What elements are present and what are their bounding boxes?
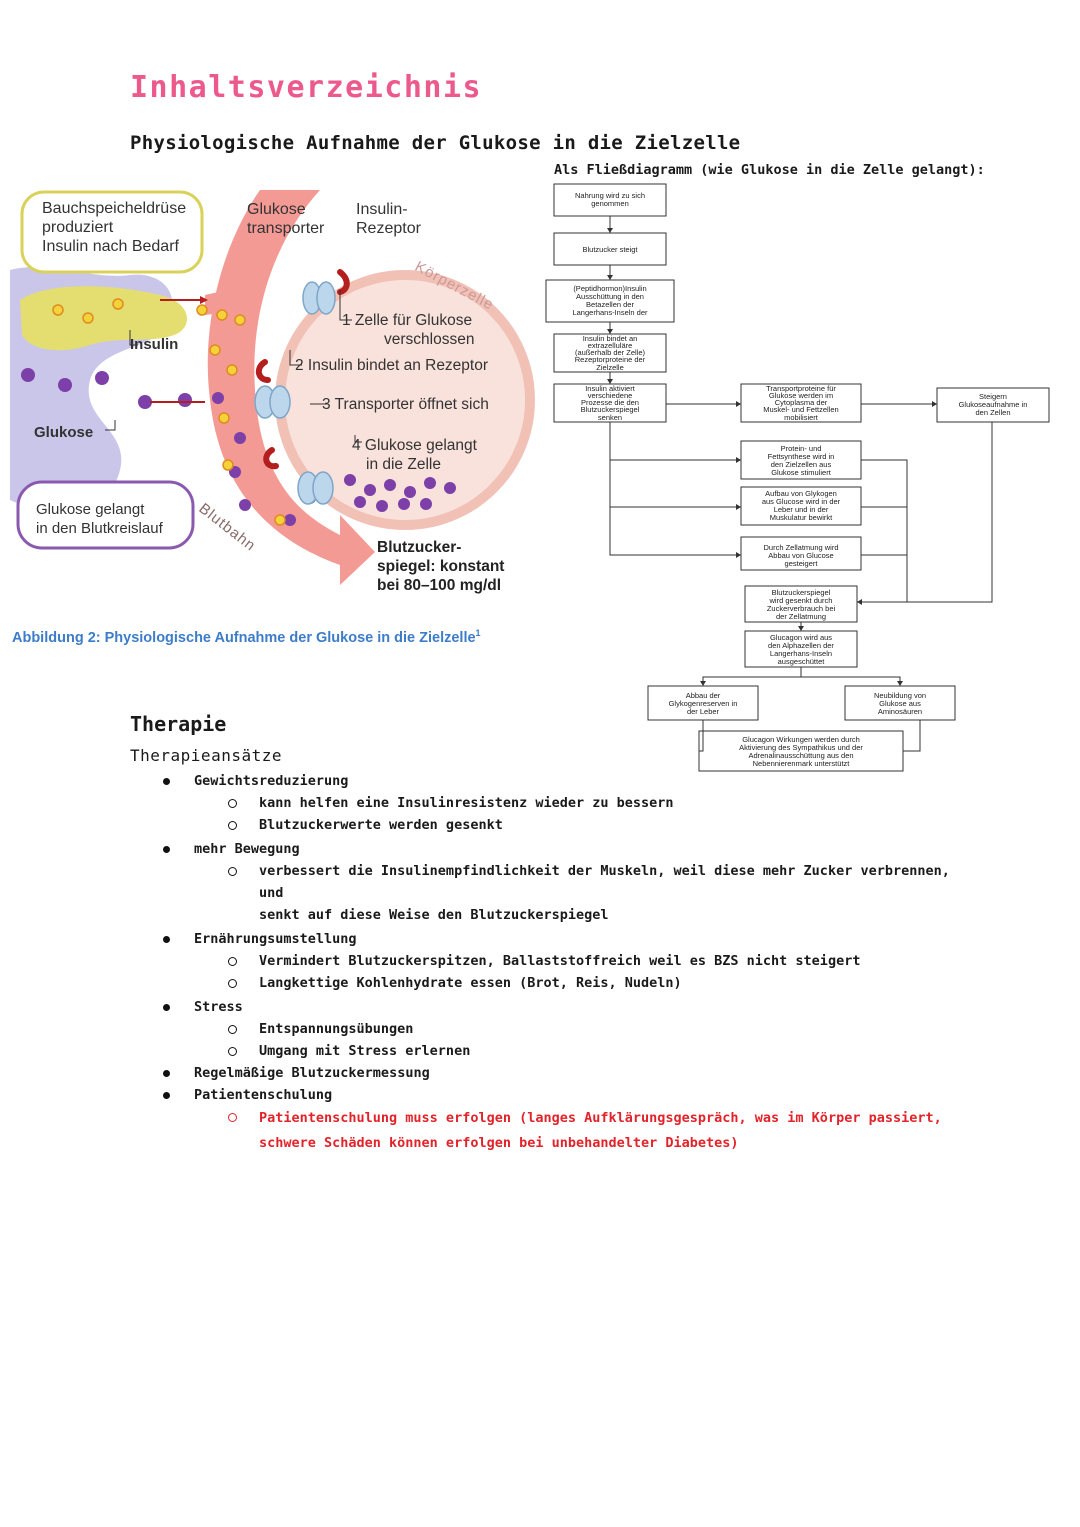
sub-item: Patientenschulung muss erfolgen (langes … [160,1106,960,1156]
bullet-icon [163,936,170,943]
flow-box-2: Blutzucker steigt [582,245,638,254]
bullet-icon [163,1070,170,1077]
list-item: Regelmäßige Blutzuckermessung [160,1062,960,1084]
insulin-label: Insulin [130,336,179,353]
sub-item: verbessert die Insulinempfindlichkeit de… [160,860,960,926]
list-item: mehr Bewegung [160,838,960,860]
receptor-label: Insulin-Rezeptor [356,201,421,237]
circle-bullet-icon [228,1025,237,1034]
step-3: 3 Transporter öffnet sich [322,396,489,413]
section-heading: Physiologische Aufnahme der Glukose in d… [130,132,741,154]
sub-item: kann helfen eine Insulinresistenz wieder… [160,792,960,814]
bullet-icon [163,1092,170,1099]
bullet-icon [163,846,170,853]
circle-bullet-icon [228,957,237,966]
therapy-subheading: Therapieansätze [130,746,282,765]
therapy-heading: Therapie [130,712,227,736]
list-item: Patientenschulung [160,1084,960,1106]
circle-bullet-icon [228,821,237,830]
pancreas-bubble [20,190,204,274]
list-item: Stress [160,996,960,1018]
list-item: Gewichtsreduzierung [160,770,960,792]
bullet-icon [163,778,170,785]
therapy-list: Gewichtsreduzierung kann helfen eine Ins… [160,770,960,1156]
sub-item: Langkettige Kohlenhydrate essen (Brot, R… [160,972,960,994]
circle-bullet-icon [228,799,237,808]
figure-caption: Abbildung 2: Physiologische Aufnahme der… [12,628,481,646]
sub-item: Umgang mit Stress erlernen [160,1040,960,1062]
blood-bubble [16,480,195,550]
sub-item: Vermindert Blutzuckerspitzen, Ballaststo… [160,950,960,972]
bullet-icon [163,1004,170,1011]
blood-vessel [170,190,375,585]
circle-bullet-icon [228,1113,237,1122]
list-item: Ernährungsumstellung [160,928,960,950]
sub-item: Entspannungsübungen [160,1018,960,1040]
flowchart-heading: Als Fließdiagramm (wie Glukose in die Ze… [554,162,985,178]
glucose-label: Glukose [34,424,94,441]
step-2: 2 Insulin bindet an Rezeptor [295,357,489,374]
circle-bullet-icon [228,1047,237,1056]
page-title: Inhaltsverzeichnis [130,70,483,105]
circle-bullet-icon [228,867,237,876]
sub-item: Blutzuckerwerte werden gesenkt [160,814,960,836]
circle-bullet-icon [228,979,237,988]
glucose-uptake-figure [10,190,535,585]
pancreas-shape [20,286,188,351]
